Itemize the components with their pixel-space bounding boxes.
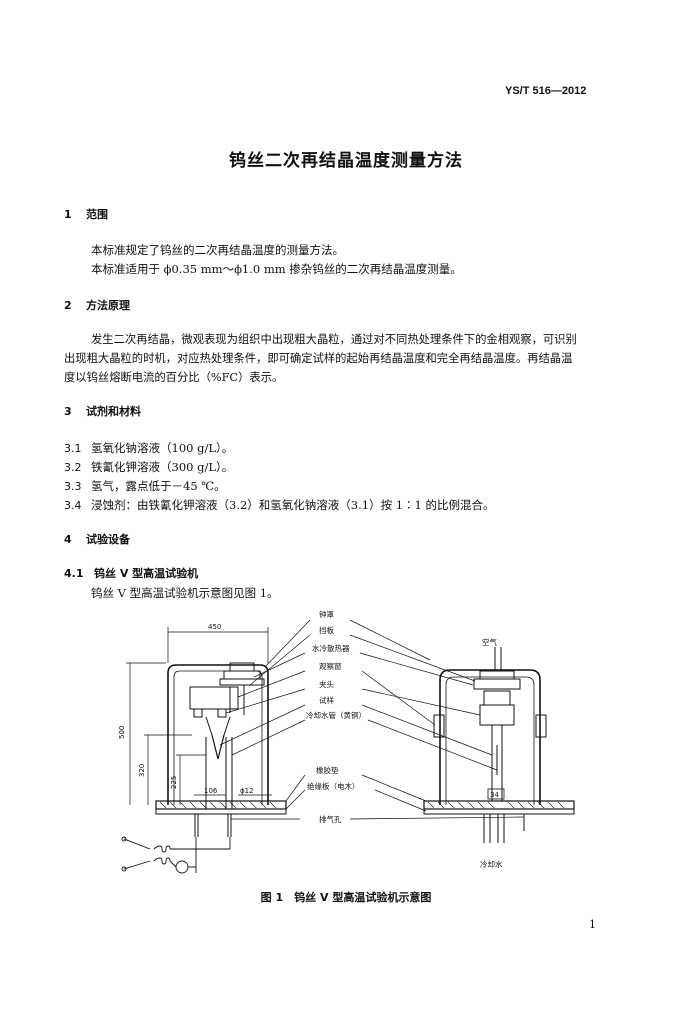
scope-paragraph-2: 本标准适用于 ϕ0.35 mm～ϕ1.0 mm 掺杂钨丝的二次再结晶温度测量。	[91, 262, 462, 276]
subsection-number: 4.1	[64, 567, 84, 580]
section-title: 试验设备	[86, 533, 130, 546]
label-rubber-gasket: 橡胶垫	[316, 765, 339, 775]
label-cooling-water: 冷却水	[480, 859, 503, 869]
dim-34: 34	[490, 791, 499, 799]
label-observation-window: 观察窗	[319, 661, 342, 671]
section-1-heading: 1 范围	[64, 206, 108, 222]
item-number: 3.4	[64, 499, 82, 512]
label-air: 空气	[482, 637, 497, 647]
dim-500: 500	[118, 726, 126, 739]
label-clamp: 夹头	[319, 679, 334, 689]
right-unit	[423, 647, 575, 843]
label-sample: 试样	[319, 695, 334, 705]
document-title: 钨丝二次再结晶温度测量方法	[229, 151, 463, 171]
item-number: 3.3	[64, 480, 82, 493]
item-number: 3.1	[64, 442, 82, 455]
section-title: 方法原理	[86, 299, 130, 312]
item-text: 铁氰化钾溶液（300 g/L）。	[91, 460, 234, 474]
section-number: 2	[64, 299, 72, 312]
label-cooling-tube: 冷却水管（黄铜）	[306, 710, 366, 720]
section-title: 范围	[86, 208, 108, 221]
section-2-heading: 2 方法原理	[64, 297, 130, 313]
section-4-heading: 4 试验设备	[64, 531, 130, 547]
electrical-circuit	[121, 836, 231, 874]
reagent-item: 3.2 铁氰化钾溶液（300 g/L）。	[64, 459, 233, 475]
label-baffle: 挡板	[319, 625, 334, 635]
scope-paragraph-1: 本标准规定了钨丝的二次再结晶温度的测量方法。	[91, 243, 344, 257]
section-title: 试剂和材料	[86, 405, 141, 418]
section-3-heading: 3 试剂和材料	[64, 403, 141, 419]
item-text: 氢气，露点低于－45 ℃。	[91, 479, 226, 493]
figure-caption: 图 1 钨丝 V 型高温试验机示意图	[260, 891, 432, 904]
dim-320: 320	[138, 764, 146, 777]
dimension-lines	[126, 627, 272, 805]
principle-line-1: 发生二次再结晶，微观表现为组织中出现粗大晶粒，通过对不同热处理条件下的金相观察，…	[91, 333, 577, 346]
left-unit	[155, 662, 287, 837]
page-number: 1	[589, 918, 596, 931]
equipment-paragraph: 钨丝 V 型高温试验机示意图见图 1。	[91, 586, 279, 600]
item-text: 浸蚀剂：由铁氰化钾溶液（3.2）和氢氧化钠溶液（3.1）按 1∶1 的比例混合。	[91, 498, 495, 512]
figure-1-schematic: 钟罩 挡板 空气 水冷散热器 观察窗 夹头 试样 冷却水管（黄铜） 橡胶垫 绝缘…	[118, 609, 575, 874]
subsection-4-1-heading: 4.1 钨丝 V 型高温试验机	[64, 565, 198, 581]
subsection-title: 钨丝 V 型高温试验机	[94, 567, 199, 580]
item-text: 氢氧化钠溶液（100 g/L）。	[91, 441, 234, 455]
section-number: 1	[64, 208, 72, 221]
label-bell-jar: 钟罩	[319, 609, 334, 619]
label-water-cooled-radiator: 水冷散热器	[312, 643, 350, 653]
standard-code: YS/T 516—2012	[505, 85, 587, 97]
principle-line-3: 度以钨丝熔断电流的百分比（%FC）表示。	[64, 371, 284, 384]
reagent-item: 3.4 浸蚀剂：由铁氰化钾溶液（3.2）和氢氧化钠溶液（3.1）按 1∶1 的比例…	[64, 497, 495, 513]
label-exhaust-hole: 排气孔	[319, 814, 342, 824]
section-number: 3	[64, 405, 72, 418]
label-insulating-plate: 绝缘板（电木）	[307, 781, 360, 791]
item-number: 3.2	[64, 461, 82, 474]
dim-106: 106	[204, 787, 218, 795]
reagent-item: 3.1 氢氧化钠溶液（100 g/L）。	[64, 440, 233, 456]
dim-450: 450	[208, 623, 221, 631]
principle-line-2: 出现粗大晶粒的时机，对应热处理条件，即可确定试样的起始再结晶温度和完全再结晶温度…	[64, 352, 573, 365]
leader-lines	[219, 619, 525, 820]
dim-phi12: ϕ12	[240, 787, 254, 795]
reagent-item: 3.3 氢气，露点低于－45 ℃。	[64, 478, 226, 494]
section-number: 4	[64, 533, 72, 546]
dim-225: 225	[170, 776, 178, 789]
